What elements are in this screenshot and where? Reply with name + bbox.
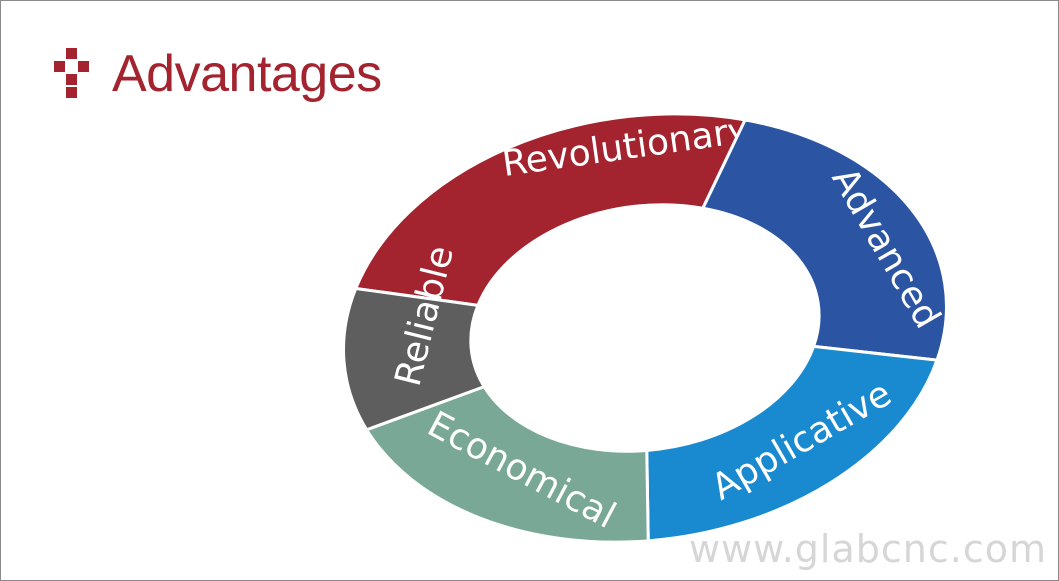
page-title: Advantages	[112, 45, 382, 103]
title-block: Advantages	[54, 44, 382, 104]
segment-revolutionary-shape	[353, 112, 748, 307]
watermark: www.glabcnc.com	[688, 527, 1047, 571]
segment-economical-shape	[364, 384, 650, 544]
plus-blocks-icon	[54, 48, 89, 100]
segment-revolutionary: Revolutionary	[353, 110, 752, 307]
segment-advanced-shape	[700, 118, 948, 362]
segment-reliable: Reliable	[342, 242, 487, 432]
segment-applicative-shape	[645, 344, 940, 543]
segment-reliable-shape	[342, 286, 487, 432]
segment-applicative: Applicative	[645, 344, 940, 543]
